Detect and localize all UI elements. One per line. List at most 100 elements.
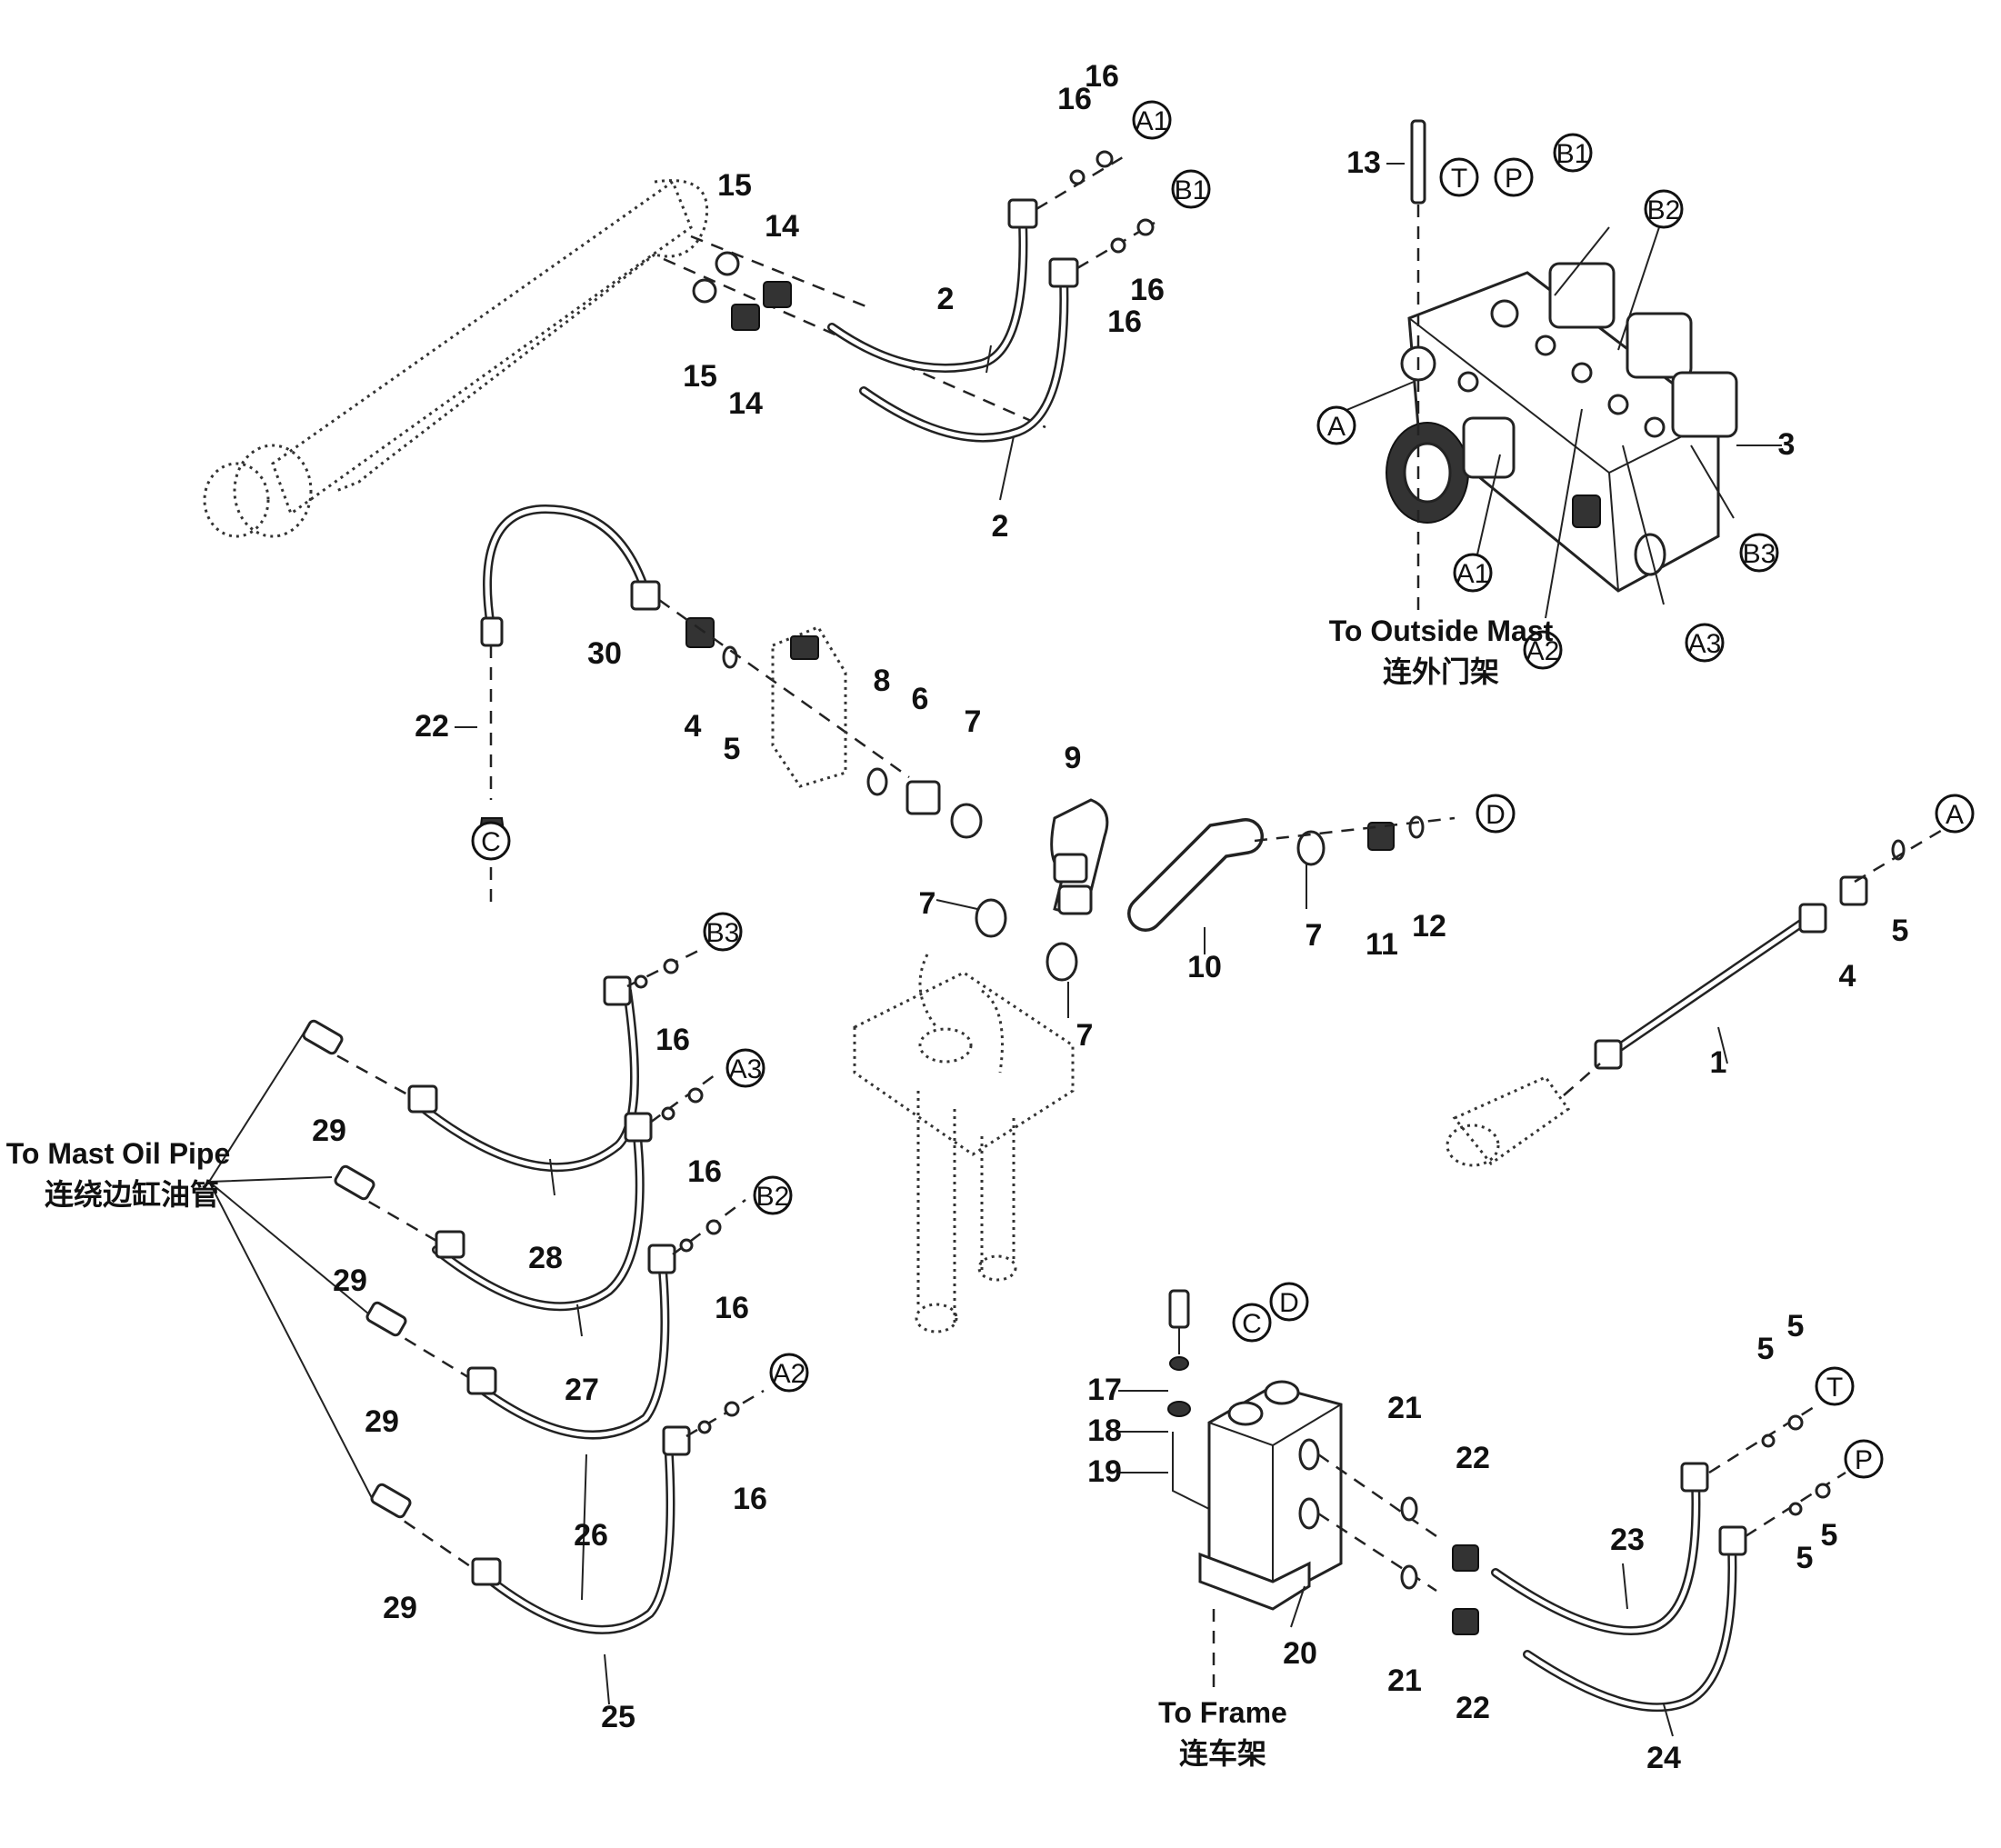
svg-text:B3: B3: [1743, 539, 1776, 569]
callout-16-b3: 16: [655, 1023, 690, 1057]
svg-text:A3: A3: [729, 1054, 763, 1084]
callout-29-a: 29: [312, 1114, 346, 1148]
callout-15-upper: 15: [717, 168, 752, 203]
callout-22-upper: 22: [1456, 1441, 1490, 1475]
fittings-14-15: [663, 235, 1046, 429]
hose-1-assembly: [1446, 821, 1956, 1167]
callout-5-p2: 5: [1821, 1518, 1838, 1553]
svg-text:T: T: [1451, 164, 1467, 194]
callout-13: 13: [1346, 145, 1381, 180]
callout-10: 10: [1187, 950, 1222, 984]
svg-text:D: D: [1486, 800, 1506, 830]
callout-9: 9: [1065, 741, 1082, 775]
port-labels: A1 B1 T P B1 B2 A A1 A2 A3 B3 C D A B3 A…: [471, 100, 1975, 1479]
callout-3: 3: [1778, 427, 1796, 462]
callout-6: 6: [912, 682, 929, 716]
callout-25: 25: [601, 1700, 635, 1734]
callout-5-right: 5: [1892, 914, 1909, 948]
port-b2-valve: B2: [1644, 189, 1684, 229]
port-b2-hose: B2: [753, 1175, 793, 1215]
callout-2-upper: 2: [937, 282, 955, 316]
callout-16-a1b: 16: [1085, 59, 1119, 94]
callout-22-left: 22: [415, 709, 449, 744]
note-outside-mast-cn: 连外门架: [1383, 654, 1499, 689]
svg-text:B3: B3: [706, 918, 740, 948]
svg-text:A2: A2: [1526, 636, 1560, 666]
callout-16-b2: 16: [715, 1291, 749, 1325]
port-a-right: A: [1935, 794, 1975, 834]
port-c-left: C: [471, 821, 511, 861]
callout-8: 8: [874, 664, 891, 698]
callout-22-lower: 22: [1456, 1691, 1490, 1725]
port-t-hose: T: [1815, 1366, 1855, 1406]
callout-11: 11: [1366, 927, 1398, 962]
callout-14-upper: 14: [765, 209, 799, 244]
svg-text:A2: A2: [773, 1359, 806, 1389]
port-b3-valve: B3: [1739, 533, 1779, 573]
svg-text:C: C: [1242, 1309, 1262, 1339]
note-outside-mast-en: To Outside Mast: [1329, 614, 1554, 647]
hoses-25-28: [208, 948, 765, 1634]
svg-text:B1: B1: [1556, 139, 1590, 169]
port-c-block: C: [1232, 1303, 1272, 1343]
callout-15-lower: 15: [683, 359, 717, 394]
port-d-block: D: [1269, 1282, 1309, 1322]
callout-21-lower: 21: [1387, 1663, 1422, 1698]
svg-text:A: A: [1946, 800, 1964, 830]
fittings-6-7-8-9: [866, 767, 1109, 915]
callout-7-b: 7: [919, 886, 936, 921]
callout-29-b: 29: [333, 1264, 367, 1298]
svg-text:A: A: [1327, 412, 1346, 442]
hoses-2: [827, 150, 1156, 443]
callout-29-d: 29: [383, 1591, 417, 1625]
svg-text:B2: B2: [756, 1182, 790, 1212]
callout-24: 24: [1646, 1741, 1681, 1775]
svg-text:A1: A1: [1136, 106, 1169, 136]
callout-21-upper: 21: [1387, 1391, 1422, 1425]
callout-16-b1a: 16: [1107, 305, 1142, 339]
callout-18: 18: [1087, 1413, 1122, 1448]
port-t-valve: T: [1439, 157, 1479, 197]
callout-26: 26: [574, 1518, 608, 1553]
svg-text:T: T: [1826, 1373, 1843, 1403]
svg-text:B2: B2: [1647, 195, 1681, 225]
callout-7-c: 7: [1076, 1018, 1094, 1053]
svg-text:C: C: [481, 827, 501, 857]
callout-12: 12: [1412, 909, 1446, 944]
callout-30: 30: [587, 636, 622, 671]
callout-4-right: 4: [1839, 959, 1856, 994]
port-a2-hose: A2: [769, 1353, 809, 1393]
valve-block-20: [1167, 1289, 1479, 1695]
callout-5-t2: 5: [1787, 1309, 1805, 1344]
hose-10-assembly: [975, 815, 1456, 982]
callout-2-lower: 2: [992, 509, 1009, 544]
callout-27: 27: [565, 1373, 599, 1407]
callout-numbers: 1 2 2 3 4 4 5 5 5 5 5 5 6 7 7 7 7 8 9 10…: [312, 59, 1908, 1775]
callout-7-d: 7: [1306, 918, 1323, 953]
port-b1-top: B1: [1171, 169, 1211, 209]
port-p-hose: P: [1844, 1439, 1884, 1479]
port-a1-valve: A1: [1453, 553, 1493, 593]
port-a2-valve: A2: [1523, 630, 1563, 670]
svg-text:D: D: [1279, 1288, 1299, 1318]
callout-16-b1b: 16: [1130, 273, 1165, 307]
notes: To Outside Mast 连外门架 To Mast Oil Pipe 连绕…: [6, 614, 1554, 1771]
control-valve-3: [1386, 119, 1738, 618]
port-a3-hose: A3: [725, 1048, 765, 1088]
callout-1: 1: [1710, 1045, 1727, 1080]
port-b3-hose: B3: [703, 912, 743, 952]
callout-7-a: 7: [965, 704, 982, 739]
lift-cylinder: [203, 179, 709, 538]
note-mast-oil-pipe-en: To Mast Oil Pipe: [6, 1137, 231, 1170]
port-d-middle: D: [1476, 794, 1516, 834]
callout-29-c: 29: [365, 1404, 399, 1439]
callout-14-lower: 14: [728, 386, 763, 421]
port-a-valve: A: [1316, 405, 1356, 445]
note-frame-cn: 连车架: [1179, 1736, 1266, 1771]
port-p-valve: P: [1494, 157, 1534, 197]
callout-20: 20: [1283, 1636, 1317, 1671]
port-a1-top: A1: [1132, 100, 1172, 140]
note-mast-oil-pipe-cn: 连绕边缸油管: [45, 1177, 219, 1212]
svg-text:A3: A3: [1688, 629, 1722, 659]
